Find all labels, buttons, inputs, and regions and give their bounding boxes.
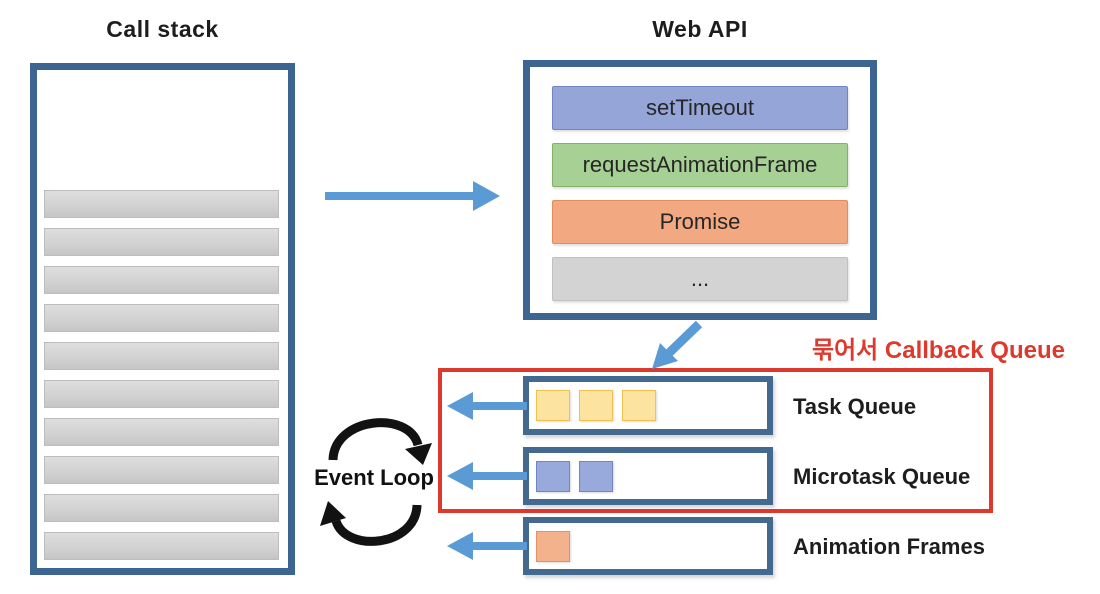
event-loop-top-arc-arrow bbox=[328, 418, 432, 465]
webapi-to-queue-arrow bbox=[652, 320, 703, 369]
stack-frame bbox=[44, 304, 279, 332]
callstack-to-webapi-arrow bbox=[325, 181, 500, 211]
stack-frame bbox=[44, 342, 279, 370]
queue-item bbox=[579, 390, 613, 421]
task-queue-box bbox=[523, 376, 773, 435]
webapi-item: setTimeout bbox=[552, 86, 848, 130]
stack-frame bbox=[44, 266, 279, 294]
web-api-title: Web API bbox=[652, 16, 748, 42]
animation-frames-box bbox=[523, 517, 773, 575]
stack-frame bbox=[44, 494, 279, 522]
queue-item bbox=[622, 390, 656, 421]
event-loop-label: Event Loop bbox=[314, 465, 434, 490]
stack-frames bbox=[44, 190, 279, 560]
queue-item bbox=[579, 460, 613, 492]
queue-item bbox=[536, 460, 570, 492]
stack-frame bbox=[44, 532, 279, 560]
stack-frame bbox=[44, 456, 279, 484]
stack-frame bbox=[44, 418, 279, 446]
task-queue-label: Task Queue bbox=[793, 394, 917, 419]
event-loop-bottom-arc-arrow bbox=[320, 501, 422, 546]
call-stack-title: Call stack bbox=[106, 16, 219, 42]
stack-frame bbox=[44, 380, 279, 408]
webapi-item: ... bbox=[552, 257, 848, 301]
webapi-item: requestAnimationFrame bbox=[552, 143, 848, 187]
microtask-queue-label: Microtask Queue bbox=[793, 464, 971, 489]
queue-item bbox=[536, 390, 570, 421]
stack-frame bbox=[44, 228, 279, 256]
callback-group-label: 묶어서 Callback Queue bbox=[812, 337, 1065, 364]
microtask-queue-box bbox=[523, 447, 773, 505]
animation-frames-arrow bbox=[447, 532, 527, 560]
stack-frame bbox=[44, 190, 279, 218]
queue-item bbox=[536, 530, 570, 562]
webapi-item: Promise bbox=[552, 200, 848, 244]
animation-frames-label: Animation Frames bbox=[793, 534, 985, 559]
callback-group-box bbox=[438, 368, 993, 513]
